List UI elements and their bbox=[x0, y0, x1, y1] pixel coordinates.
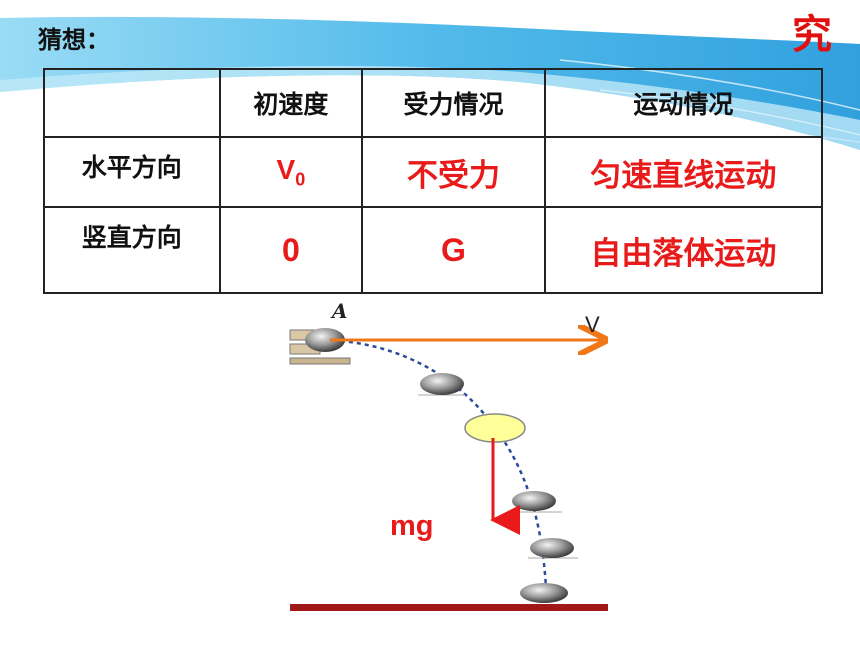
velocity-label: V bbox=[585, 312, 600, 337]
cell-horizontal-motion: 匀速直线运动 bbox=[543, 136, 824, 208]
ball-a bbox=[305, 328, 345, 352]
row-label-horizontal: 水平方向 bbox=[43, 136, 221, 208]
cell-vertical-force: G bbox=[361, 206, 546, 294]
point-label-a: A bbox=[330, 299, 348, 323]
cell-horizontal-velocity: V0 bbox=[218, 136, 364, 208]
header-motion: 运动情况 bbox=[543, 68, 824, 138]
ball bbox=[530, 538, 574, 558]
cell-vertical-motion: 自由落体运动 bbox=[543, 206, 824, 294]
corner-title-char: 究 bbox=[792, 11, 832, 58]
projectile-diagram: A bbox=[289, 299, 608, 611]
header-force: 受力情况 bbox=[361, 68, 546, 138]
header-initial-velocity: 初速度 bbox=[218, 68, 364, 138]
table-row-vertical: 竖直方向 0 G 自由落体运动 bbox=[43, 206, 824, 294]
force-label-mg: mg bbox=[390, 510, 434, 542]
table-header-row: 初速度 受力情况 运动情况 bbox=[43, 68, 824, 138]
highlighted-ball bbox=[464, 413, 526, 443]
table-row-horizontal: 水平方向 V0 不受力 匀速直线运动 bbox=[43, 136, 824, 208]
row-label-vertical: 竖直方向 bbox=[43, 206, 221, 294]
ball bbox=[520, 583, 568, 603]
ground-line bbox=[290, 604, 608, 611]
header-cell-empty bbox=[43, 68, 221, 138]
ball bbox=[512, 491, 556, 511]
v0-symbol: V0 bbox=[276, 153, 306, 190]
comparison-table: 初速度 受力情况 运动情况 水平方向 V0 不受力 匀速直线运动 竖直方向 0 … bbox=[43, 68, 824, 294]
trajectory-path bbox=[324, 338, 548, 589]
guess-label: 猜想： bbox=[38, 26, 110, 54]
ball bbox=[420, 373, 464, 395]
cell-horizontal-force: 不受力 bbox=[361, 136, 546, 208]
cell-vertical-velocity: 0 bbox=[218, 206, 364, 294]
